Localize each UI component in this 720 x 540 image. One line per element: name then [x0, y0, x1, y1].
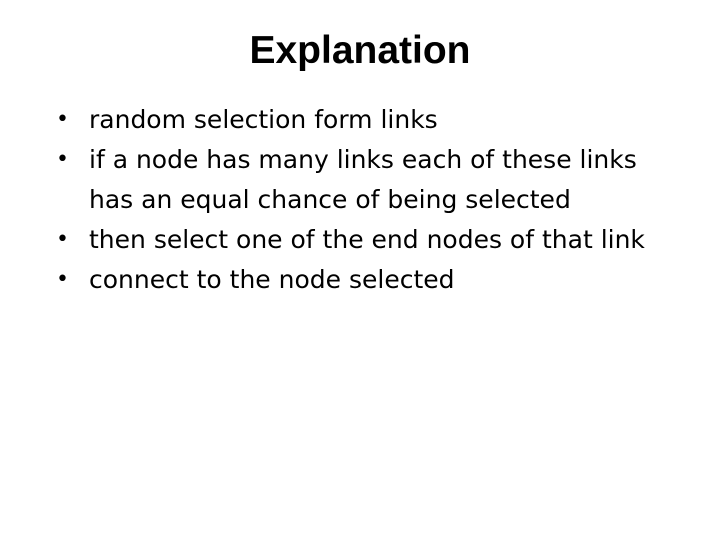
bullet-dot-icon: •: [56, 147, 69, 172]
bullet-text: random selection form links: [89, 105, 438, 134]
bullet-item: • then select one of the end nodes of th…: [56, 220, 676, 260]
bullet-dot-icon: •: [56, 267, 69, 292]
bullet-text: if a node has many links each of these l…: [89, 145, 637, 214]
bullet-item: • connect to the node selected: [56, 260, 676, 300]
bullet-item: • random selection form links: [56, 100, 676, 140]
bullet-item: • if a node has many links each of these…: [56, 140, 676, 220]
bullet-dot-icon: •: [56, 227, 69, 252]
slide-title: Explanation: [249, 29, 471, 72]
bullet-text: connect to the node selected: [89, 265, 455, 294]
bullet-text: then select one of the end nodes of that…: [89, 225, 645, 254]
bullet-dot-icon: •: [56, 107, 69, 132]
bullet-list: • random selection form links • if a nod…: [56, 100, 676, 300]
